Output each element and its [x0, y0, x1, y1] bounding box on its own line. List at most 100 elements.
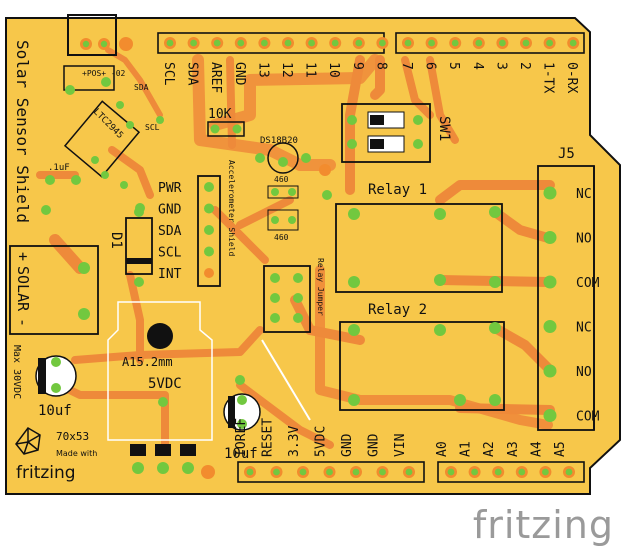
power-pin-label: IOREF: [234, 418, 249, 457]
max-voltage-label: Max 30VDC: [11, 345, 22, 399]
relay-jumper-label: Relay Jumper: [316, 258, 325, 316]
i2c-pin-label: SCL: [158, 246, 182, 261]
analog-pin-label: A4: [529, 441, 544, 457]
digital-pin-label: 6: [423, 62, 438, 70]
accelerometer-pin-pad: [204, 225, 214, 235]
analog-pin-pad: [471, 468, 478, 476]
relay-1-label: Relay 1: [368, 182, 427, 198]
digital-pin-label: 1-TX: [541, 62, 556, 93]
accelerometer-pin-pad: [204, 203, 214, 214]
digital-pin-pad: [546, 39, 553, 47]
digital-pin-label: 8: [373, 62, 388, 70]
digital-pin-pad: [166, 39, 174, 47]
digital-pin-pad: [404, 39, 412, 47]
relay-jumper: [263, 265, 311, 333]
cap1-label: 10uf: [38, 403, 72, 419]
j5-label: J5: [558, 146, 575, 162]
relay-2-label: Relay 2: [368, 302, 427, 318]
res-460-a-label: 460: [274, 175, 289, 184]
solar-plus: +: [14, 252, 32, 261]
power-pin-pad: [299, 468, 307, 476]
solar-minus: -: [14, 318, 32, 327]
analog-pin-pad: [494, 468, 502, 476]
regulator: [107, 301, 215, 479]
digital-pin-label: SCL: [161, 62, 176, 86]
switch-sw1: [341, 103, 431, 163]
power-pin-label: RESET: [261, 418, 276, 457]
terminal-label: NC: [576, 321, 592, 336]
analog-pin-label: A5: [553, 441, 568, 457]
terminal-pad: [543, 364, 557, 378]
power-pin-label: 3.3V: [287, 426, 302, 457]
accelerometer-pads: [204, 182, 214, 278]
digital-pin-label: 5: [446, 62, 461, 70]
digital-pin-pad: [237, 39, 245, 47]
analog-header: [437, 461, 585, 483]
digital-pin-label: 13: [255, 62, 270, 78]
sw1-label: SW1: [436, 116, 452, 141]
accelerometer-pin-pad: [204, 182, 214, 192]
terminal-label: NC: [576, 187, 592, 202]
sensor-module-outline: [67, 14, 117, 56]
digital-pin-pad: [428, 39, 435, 47]
resistor-label: 10K: [208, 107, 232, 122]
digital-pin-pad: [499, 39, 506, 47]
power-pin-label: 5VDC: [314, 426, 329, 457]
digital-pin-label: 0-RX: [564, 62, 579, 93]
power-pin-pad: [405, 468, 413, 476]
power-pin-label: GND: [367, 433, 382, 457]
solar-connector: [9, 245, 99, 335]
digital-pin-label: GND: [232, 62, 247, 86]
accelerometer-pin-pad: [204, 246, 214, 257]
analog-pin-label: A2: [482, 441, 497, 457]
resistor-460-a: [267, 185, 299, 199]
digital-pin-label: 10: [326, 62, 341, 78]
digital-pin-label: 9: [350, 62, 365, 70]
digital-pin-label: 7: [399, 62, 414, 70]
cap-small-label: .1uF: [48, 163, 70, 173]
relay-jumper-pads: [270, 273, 303, 323]
digital-pin-pad: [451, 39, 459, 47]
terminal-pad: [543, 231, 557, 244]
digital-pin-pad: [569, 39, 577, 47]
ds18b20-sensor: [255, 142, 311, 174]
diode-label: D1: [108, 232, 124, 249]
digital-pin-label: 2: [517, 62, 532, 70]
power-pin-pad: [246, 468, 254, 476]
relay-2: [339, 321, 505, 411]
resistor-10k: [207, 121, 245, 137]
analog-pin-pad: [518, 468, 526, 476]
digital-pin-pad: [379, 39, 386, 47]
relay-2-pads: [348, 322, 501, 406]
pos-label: +POS+ -02: [82, 69, 126, 78]
fritzing-watermark: fritzing: [472, 503, 614, 547]
sensor-label: DS18B20: [260, 136, 298, 146]
power-pin-pad: [326, 468, 333, 476]
digital-pin-pad: [355, 39, 363, 47]
accelerometer-label: Accelerometer Shield: [227, 160, 236, 257]
terminal-pad: [543, 320, 557, 333]
terminal-pad: [543, 186, 557, 200]
power-pin-pad: [379, 468, 386, 476]
terminal-label: COM: [576, 276, 600, 291]
ltc2945-ic: [41, 65, 164, 215]
analog-pin-pad: [565, 468, 573, 476]
made-with-label: Made with: [56, 449, 97, 458]
analog-pin-pad: [447, 468, 455, 476]
digital-pin-pad: [522, 39, 530, 47]
vdc5-label: 5VDC: [148, 376, 182, 392]
fritzing-small-label: fritzing: [16, 463, 76, 483]
diode-d1: [125, 217, 153, 275]
capacitor-1: [35, 355, 77, 397]
analog-pin-label: A3: [506, 441, 521, 457]
analog-pin-label: A0: [435, 441, 450, 457]
power-pin-pad: [273, 468, 280, 476]
digital-pin-pad: [331, 39, 339, 47]
digital-pin-label: 3: [493, 62, 508, 70]
cap2-label: 10uf: [224, 446, 258, 462]
analog-pin-label: A1: [459, 441, 474, 457]
resistor-460-b: [267, 209, 299, 231]
